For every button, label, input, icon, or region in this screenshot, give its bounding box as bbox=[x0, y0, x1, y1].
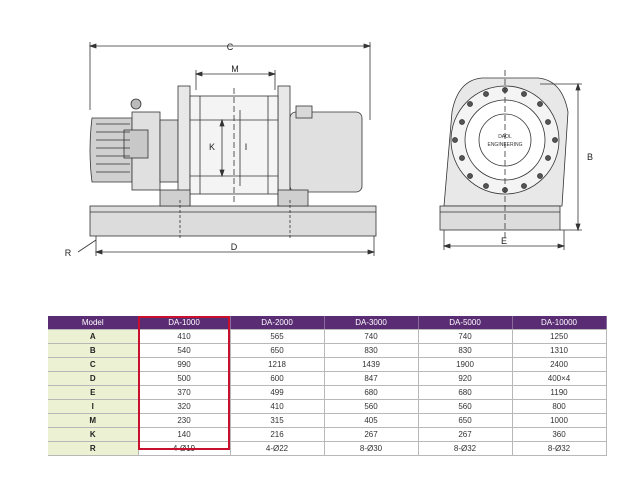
table-cell: 267 bbox=[324, 427, 419, 442]
table-cell: 565 bbox=[230, 329, 325, 344]
table-cell: 499 bbox=[230, 385, 325, 400]
column-header: DA-10000 bbox=[512, 316, 607, 330]
table-cell: 600 bbox=[230, 371, 325, 386]
table-cell: 680 bbox=[324, 385, 419, 400]
label-i: I bbox=[245, 142, 248, 152]
label-m: M bbox=[231, 64, 239, 74]
gearbox-shape bbox=[289, 111, 363, 193]
logo-line2: ENGINEERING bbox=[487, 142, 522, 148]
table-cell: 8-Ø32 bbox=[512, 441, 607, 456]
table-cell: 1439 bbox=[324, 357, 419, 372]
table-cell: 800 bbox=[512, 399, 607, 414]
table-cell: 1218 bbox=[230, 357, 325, 372]
table-cell: 920 bbox=[418, 371, 513, 386]
table-cell: 315 bbox=[230, 413, 325, 428]
table-cell: 8-Ø30 bbox=[324, 441, 419, 456]
row-label: I bbox=[48, 399, 139, 414]
table-cell: 140 bbox=[138, 427, 231, 442]
table-cell: 560 bbox=[324, 399, 419, 414]
label-b: B bbox=[587, 152, 593, 162]
front-view-shape bbox=[439, 70, 569, 240]
table-cell: 740 bbox=[324, 329, 419, 344]
table-cell: 1900 bbox=[418, 357, 513, 372]
table-cell: 4-Ø22 bbox=[230, 441, 325, 456]
table-cell: 500 bbox=[138, 371, 231, 386]
table-cell: 560 bbox=[418, 399, 513, 414]
table-cell: 320 bbox=[138, 399, 231, 414]
label-d: D bbox=[231, 242, 238, 252]
base-frame-shape bbox=[89, 189, 377, 240]
winch-technical-drawing: C M K I R D B E DAOL ENGINEERING bbox=[65, 42, 593, 258]
row-label: C bbox=[48, 357, 139, 372]
leader-line-r bbox=[77, 239, 97, 253]
label-k: K bbox=[209, 142, 215, 152]
label-e: E bbox=[501, 236, 507, 246]
table-cell: 650 bbox=[418, 413, 513, 428]
column-header: Model bbox=[48, 316, 139, 330]
column-header: DA-3000 bbox=[324, 316, 419, 330]
drum-frame-shape bbox=[177, 85, 291, 207]
table-cell: 230 bbox=[138, 413, 231, 428]
label-r: R bbox=[65, 248, 72, 258]
row-label: R bbox=[48, 441, 139, 456]
table-cell: 1000 bbox=[512, 413, 607, 428]
table-cell: 400×4 bbox=[512, 371, 607, 386]
table-cell: 1310 bbox=[512, 343, 607, 358]
row-label: D bbox=[48, 371, 139, 386]
table-cell: 267 bbox=[418, 427, 513, 442]
table-cell: 847 bbox=[324, 371, 419, 386]
row-label: B bbox=[48, 343, 139, 358]
row-label: M bbox=[48, 413, 139, 428]
table-cell: 4-Ø19 bbox=[138, 441, 231, 456]
table-cell: 650 bbox=[230, 343, 325, 358]
column-header: DA-1000 bbox=[138, 316, 231, 330]
column-header: DA-5000 bbox=[418, 316, 513, 330]
table-cell: 410 bbox=[138, 329, 231, 344]
row-label: A bbox=[48, 329, 139, 344]
row-label: E bbox=[48, 385, 139, 400]
table-cell: 1250 bbox=[512, 329, 607, 344]
motor-shape bbox=[89, 98, 179, 191]
table-cell: 405 bbox=[324, 413, 419, 428]
label-c: C bbox=[227, 42, 234, 52]
table-cell: 740 bbox=[418, 329, 513, 344]
table-cell: 990 bbox=[138, 357, 231, 372]
table-cell: 360 bbox=[512, 427, 607, 442]
table-cell: 8-Ø32 bbox=[418, 441, 513, 456]
table-cell: 540 bbox=[138, 343, 231, 358]
table-cell: 830 bbox=[418, 343, 513, 358]
table-cell: 370 bbox=[138, 385, 231, 400]
table-cell: 2400 bbox=[512, 357, 607, 372]
logo-line1: DAOL bbox=[498, 134, 512, 140]
table-cell: 830 bbox=[324, 343, 419, 358]
row-label: K bbox=[48, 427, 139, 442]
table-cell: 1190 bbox=[512, 385, 607, 400]
table-cell: 410 bbox=[230, 399, 325, 414]
table-cell: 216 bbox=[230, 427, 325, 442]
column-header: DA-2000 bbox=[230, 316, 325, 330]
table-cell: 680 bbox=[418, 385, 513, 400]
